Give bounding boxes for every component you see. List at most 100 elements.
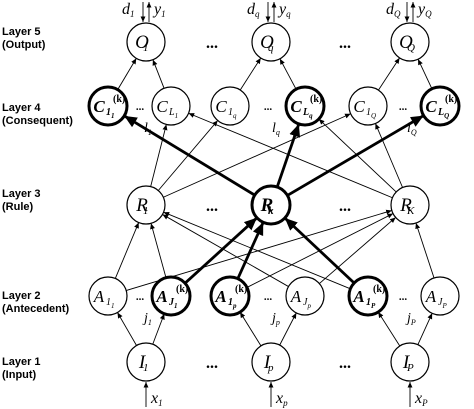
antecedent-node-6-subscript: JP bbox=[438, 297, 447, 310]
input-label: xP bbox=[414, 390, 428, 408]
antecedent-node-4-symbol: A bbox=[290, 287, 302, 306]
output-node-2-subscript: q bbox=[268, 42, 274, 54]
edge-rule-consequent bbox=[375, 123, 403, 188]
edge-antecedent-rule bbox=[150, 223, 167, 278]
output-node-2: Oq bbox=[251, 22, 291, 62]
edge-rule-consequent bbox=[163, 113, 351, 198]
edge-input-antecedent bbox=[239, 311, 262, 347]
rule-node-3: RK bbox=[390, 185, 430, 225]
consequent-node-4-subscript: Lq bbox=[302, 107, 313, 120]
layer-label-5: Layer 5 (Output) bbox=[2, 26, 45, 52]
edge-antecedent-rule bbox=[114, 222, 140, 279]
edge-rule-k-consequent bbox=[275, 123, 301, 188]
antecedent-node-2-circle bbox=[150, 275, 192, 317]
ellipsis-consequent-1: ... bbox=[136, 101, 145, 113]
ellipsis-rule-2: ... bbox=[339, 198, 351, 215]
layer-2-name: Layer 2 bbox=[2, 290, 41, 302]
ellipsis-input-2: ... bbox=[339, 355, 351, 372]
ellipsis-antecedent-2: ... bbox=[264, 291, 273, 303]
rule-node-1-symbol: R bbox=[135, 195, 148, 216]
layer-1-name: Layer 1 bbox=[2, 356, 41, 368]
consequent-index-label: l1 bbox=[144, 121, 152, 137]
antecedent-node-5-superscript: (k) bbox=[373, 284, 385, 295]
output-node-3-symbol: O bbox=[399, 32, 413, 53]
ellipsis-antecedent-3: ... bbox=[399, 291, 408, 303]
consequent-node-3-subscript: 1q bbox=[228, 107, 237, 120]
consequent-node-3-symbol: C bbox=[215, 97, 227, 116]
layer-4-role: (Consequent) bbox=[2, 115, 73, 127]
ellipsis-input-1: ... bbox=[206, 355, 218, 372]
antecedent-node-5-subscript: 1P bbox=[366, 297, 376, 310]
edge-antecedent-rule bbox=[415, 222, 435, 279]
antecedent-node-5-circle bbox=[347, 275, 389, 317]
antecedent-node-6-circle bbox=[420, 276, 460, 316]
rule-node-1-subscript: 1 bbox=[143, 205, 149, 217]
input-node-3-symbol: I bbox=[402, 352, 411, 373]
consequent-node-3-circle bbox=[210, 86, 250, 126]
consequent-node-5-symbol: C bbox=[353, 97, 365, 116]
rule-node-1: R1 bbox=[126, 185, 166, 225]
rule-node-2: Rk bbox=[250, 184, 292, 226]
antecedent-node-6-symbol: A bbox=[425, 287, 437, 306]
edge-antecedent-rule-k bbox=[184, 216, 258, 285]
input-node-3-circle bbox=[390, 342, 430, 382]
edge-input-antecedent bbox=[377, 311, 401, 347]
input-label: x1 bbox=[150, 390, 163, 408]
consequent-node-6-circle bbox=[419, 85, 461, 127]
output-node-1: O1 bbox=[126, 22, 166, 62]
output-node-3: OQ bbox=[390, 22, 430, 62]
rule-node-1-circle bbox=[126, 185, 166, 225]
consequent-node-2-circle bbox=[151, 86, 191, 126]
antecedent-node-1-symbol: A bbox=[93, 287, 105, 306]
consequent-node-4-superscript: (k) bbox=[310, 94, 322, 105]
input-node-2-symbol: I bbox=[263, 352, 272, 373]
consequent-node-4-circle bbox=[284, 85, 326, 127]
ellipsis-antecedent-1: ... bbox=[136, 291, 145, 303]
layer-3-name: Layer 3 bbox=[2, 188, 41, 200]
ellipsis-consequent-3: ... bbox=[399, 101, 408, 113]
antecedent-node-1-circle bbox=[88, 276, 128, 316]
consequent-node-6-symbol: C bbox=[425, 97, 437, 116]
edge-antecedent-rule bbox=[319, 217, 396, 284]
ellipsis-rule-1: ... bbox=[206, 198, 218, 215]
input-node-3-subscript: P bbox=[406, 362, 414, 374]
edge-consequent-output bbox=[279, 58, 297, 90]
edge-consequent-output bbox=[378, 57, 400, 91]
edge-input-antecedent bbox=[117, 312, 137, 346]
consequent-node-1-superscript: (k) bbox=[113, 94, 125, 105]
edge-rule-k-consequent bbox=[123, 114, 256, 197]
layer-3-role: (Rule) bbox=[2, 201, 34, 213]
ellipsis-output-2: ... bbox=[339, 35, 351, 52]
rule-node-2-circle bbox=[250, 184, 292, 226]
consequent-node-4-symbol: C bbox=[290, 97, 302, 116]
edge-antecedent-rule-k bbox=[236, 221, 265, 280]
consequent-node-1-symbol: C bbox=[93, 97, 105, 116]
edge-consequent-output bbox=[117, 58, 137, 90]
rule-node-3-symbol: R bbox=[399, 195, 412, 216]
rule-node-3-subscript: K bbox=[406, 205, 415, 217]
target-label: dq bbox=[247, 1, 260, 19]
edge-consequent-output bbox=[239, 57, 262, 91]
input-node-3: IP bbox=[390, 342, 430, 382]
rule-node-3-circle bbox=[390, 185, 430, 225]
output-node-1-symbol: O bbox=[135, 32, 149, 53]
layer-4-name: Layer 4 bbox=[2, 102, 41, 114]
input-node-2-circle bbox=[251, 342, 291, 382]
output-node-1-subscript: 1 bbox=[143, 42, 149, 54]
input-label: xp bbox=[275, 390, 288, 408]
antecedent-node-2-symbol: A bbox=[155, 287, 167, 306]
ellipsis-output-1: ... bbox=[206, 35, 218, 52]
consequent-node-5-subscript: 1Q bbox=[366, 107, 376, 120]
layer-1-role: (Input) bbox=[2, 369, 37, 381]
input-node-1-symbol: I bbox=[138, 352, 147, 373]
